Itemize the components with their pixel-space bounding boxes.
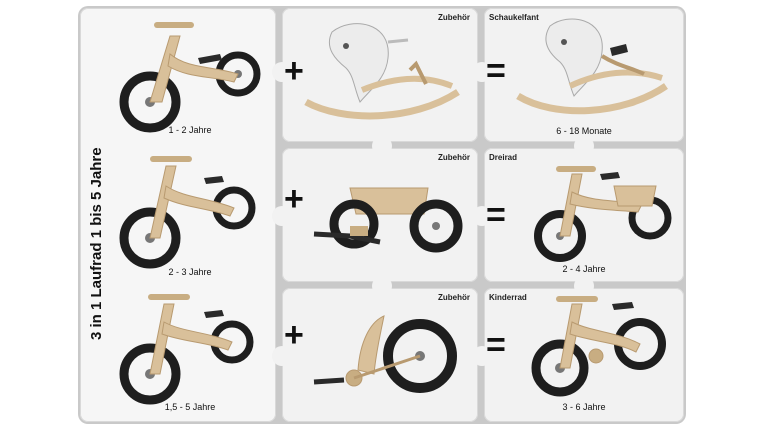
result-age-2: 2 - 4 Jahre (562, 264, 606, 274)
equals-sign: = (486, 326, 506, 364)
accessory-label-2: Zubehör (438, 153, 470, 162)
equals-sign: = (486, 196, 506, 234)
puzzle-tab (372, 136, 392, 156)
pedal-wheel-icon (313, 315, 457, 393)
trike-kit-icon (313, 187, 463, 253)
puzzle-tab (272, 206, 292, 226)
balance-bike-icon (119, 294, 254, 405)
puzzle-tab (272, 346, 292, 366)
puzzle-tab (574, 136, 594, 156)
puzzle-tab (472, 62, 492, 82)
bike-age-1: 1 - 2 Jahre (168, 125, 212, 135)
puzzle-tab (472, 206, 492, 226)
rocking-elephant-icon (304, 23, 460, 120)
rocking-elephant-icon (516, 18, 668, 115)
side-title: 3 in 1 Laufrad 1 bis 5 Jahre (88, 147, 105, 340)
plus-sign: + (284, 180, 304, 218)
bike-age-2: 2 - 3 Jahre (168, 267, 212, 277)
accessory-label-1: Zubehör (438, 13, 470, 22)
balance-bike-icon (534, 166, 672, 262)
plus-sign: + (284, 52, 304, 90)
balance-bike-icon (119, 156, 256, 269)
result-name-2: Dreirad (489, 153, 518, 162)
result-age-3: 3 - 6 Jahre (562, 402, 606, 412)
result-name-1: Schaukelfant (489, 13, 539, 22)
accessory-label-3: Zubehör (438, 293, 470, 302)
puzzle-tab (472, 346, 492, 366)
result-age-1: 6 - 18 Monate (556, 126, 612, 136)
balance-bike-icon (119, 22, 261, 133)
plus-sign: + (284, 316, 304, 354)
bike-age-3: 1,5 - 5 Jahre (164, 402, 216, 412)
balance-bike-icon (531, 296, 666, 397)
puzzle-tab (574, 276, 594, 296)
equals-sign: = (486, 52, 506, 90)
accessory-tile-2 (282, 148, 478, 282)
result-name-3: Kinderrad (489, 293, 527, 302)
puzzle-tab (272, 62, 292, 82)
puzzle-tab (372, 276, 392, 296)
accessory-tile-3 (282, 288, 478, 422)
